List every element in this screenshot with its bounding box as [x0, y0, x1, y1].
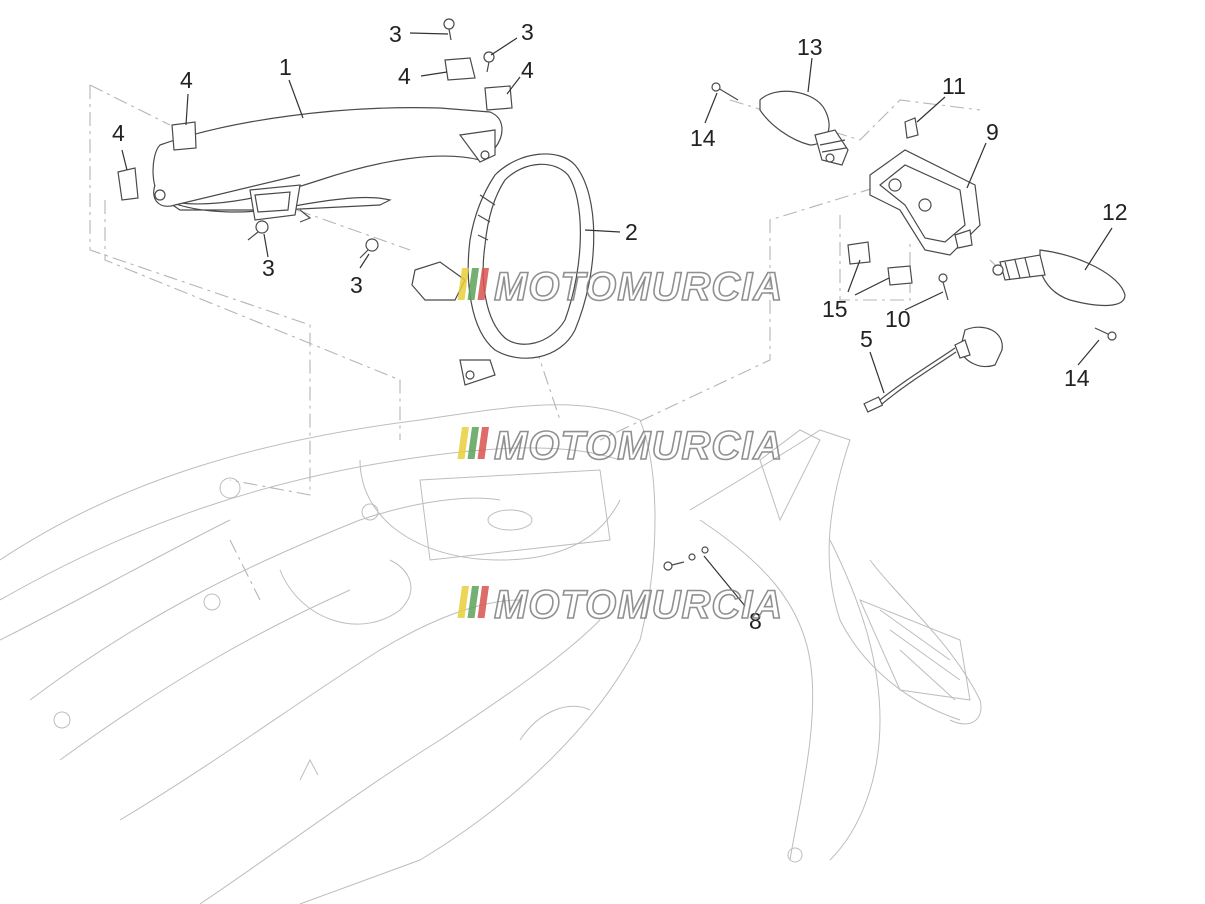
- watermark-2: MOTOMURCIA: [457, 423, 783, 469]
- watermark-stripe-green: [467, 268, 479, 300]
- watermark-stripe-green: [467, 586, 479, 618]
- callout-3-top-left: 3: [389, 21, 402, 47]
- callout-2: 2: [625, 219, 638, 245]
- watermark-stripe-yellow: [457, 427, 469, 459]
- callout-3-right: 3: [350, 272, 363, 298]
- watermark-text: MOTOMURCIA: [494, 265, 783, 309]
- tail-lamp-lens-icon: [411, 153, 595, 386]
- callout-4-top-right: 4: [521, 57, 534, 83]
- watermark-stripe-red: [477, 268, 489, 300]
- screw-icons: [247, 18, 1117, 571]
- callout-14-right: 14: [1064, 365, 1090, 391]
- tail-light-housing-icon: [152, 107, 503, 223]
- watermark-stripe-yellow: [457, 586, 469, 618]
- callout-8: 8: [749, 608, 762, 634]
- callout-3-left: 3: [262, 255, 275, 281]
- leader-lines: [121, 32, 1113, 607]
- callout-4-top-middle: 4: [398, 63, 411, 89]
- callout-9: 9: [986, 119, 999, 145]
- callout-12: 12: [1102, 199, 1128, 225]
- watermark-stripe-red: [477, 427, 489, 459]
- right-turn-signal-icon: [992, 249, 1126, 307]
- callout-4-upper-left: 4: [180, 67, 193, 93]
- callout-5: 5: [860, 326, 873, 352]
- watermark-text: MOTOMURCIA: [494, 424, 783, 468]
- turn-signal-bracket-icon: [869, 149, 981, 256]
- callout-labels: 1 2 3 3 3 3 4 4 4 4 5 8 9 10 11 12 13 14…: [112, 19, 1128, 634]
- rear-body-frame-icon: [0, 404, 982, 904]
- watermark-stripe-green: [467, 427, 479, 459]
- clip-nut-icons: [117, 57, 913, 286]
- watermark-stripe-red: [477, 586, 489, 618]
- callout-15: 15: [822, 296, 848, 322]
- callout-14-left: 14: [690, 125, 716, 151]
- watermark-3: MOTOMURCIA: [457, 582, 783, 628]
- callout-4-left: 4: [112, 120, 125, 146]
- watermark-1: MOTOMURCIA: [457, 264, 783, 310]
- watermark-stripe-yellow: [457, 268, 469, 300]
- callout-3-top-right: 3: [521, 19, 534, 45]
- callout-1: 1: [279, 54, 292, 80]
- callout-13: 13: [797, 34, 823, 60]
- callout-11: 11: [942, 73, 966, 99]
- callout-10: 10: [885, 306, 911, 332]
- license-plate-light-icon: [863, 326, 1003, 413]
- watermark-text: MOTOMURCIA: [494, 583, 783, 627]
- left-turn-signal-icon: [759, 90, 849, 166]
